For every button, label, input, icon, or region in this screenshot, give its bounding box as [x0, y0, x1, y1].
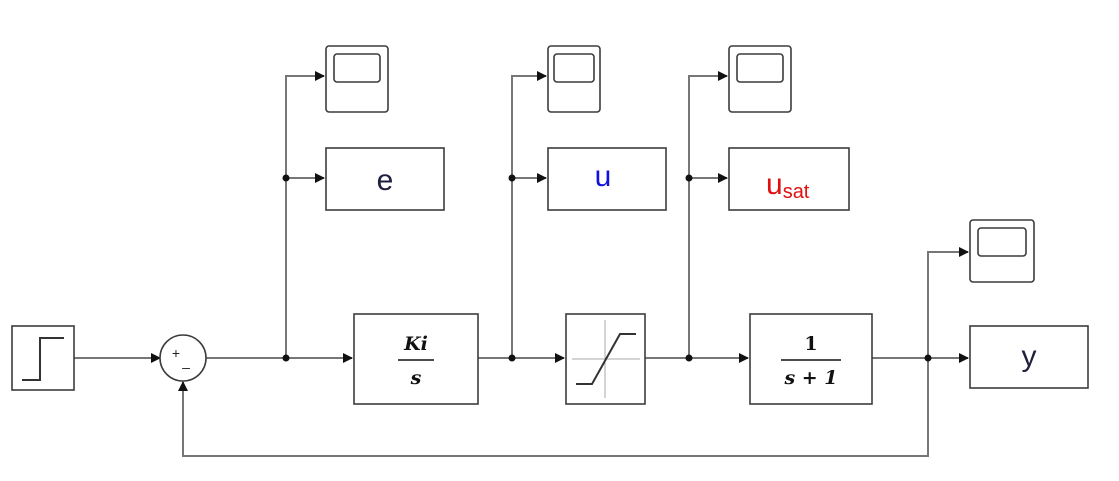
display-y[interactable]: y: [969, 325, 1089, 389]
display-y-label: y: [1022, 340, 1037, 373]
signal-wires: [74, 71, 969, 457]
branch-points: [282, 174, 932, 362]
usat-subscript: sat: [783, 181, 810, 203]
wire-y-to-scope: [927, 247, 969, 358]
integrator-frame: [353, 313, 479, 405]
sum-circle: [159, 334, 207, 382]
plant-block[interactable]: 1 s + 1: [749, 313, 873, 405]
integrator-block[interactable]: Ki s: [353, 313, 479, 405]
scope-usat[interactable]: [728, 45, 792, 113]
plant-denominator: s + 1: [783, 367, 837, 389]
usat-main: u: [766, 168, 783, 201]
wire-e-to-scope: [285, 71, 325, 358]
display-usat-frame: [728, 147, 850, 211]
scope-y[interactable]: [969, 219, 1035, 283]
plant-numerator: 1: [804, 333, 817, 355]
sum-block[interactable]: + –: [159, 334, 207, 382]
branch-dot: [282, 174, 290, 182]
display-usat-label: usat: [766, 168, 810, 203]
wire-usat-to-scope: [688, 71, 728, 358]
integrator-numerator: Ki: [403, 333, 428, 355]
scope-u[interactable]: [547, 45, 601, 113]
sum-minus-sign: –: [182, 359, 190, 375]
display-u[interactable]: u: [547, 147, 667, 211]
step-block[interactable]: [11, 325, 75, 391]
branch-dot: [685, 174, 693, 182]
integrator-denominator: s: [410, 367, 422, 389]
branch-dot: [924, 354, 932, 362]
wire-u-to-scope: [511, 71, 547, 358]
scope-screen: [553, 53, 595, 83]
saturation-icon: [572, 320, 640, 398]
branch-dot: [685, 354, 693, 362]
display-e-frame: [325, 147, 445, 211]
display-u-frame: [547, 147, 667, 211]
scope-screen: [977, 227, 1027, 257]
display-u-label: u: [595, 160, 612, 193]
scope-e[interactable]: [325, 45, 389, 113]
display-usat[interactable]: usat: [728, 147, 850, 211]
display-e[interactable]: e: [325, 147, 445, 211]
step-icon: [22, 337, 64, 381]
branch-dot: [282, 354, 290, 362]
feedback-wire: [178, 358, 929, 457]
saturation-block[interactable]: [565, 313, 646, 405]
display-e-label: e: [377, 164, 394, 197]
sum-plus-sign: +: [172, 345, 180, 361]
plant-frame: [749, 313, 873, 405]
display-y-frame: [969, 325, 1089, 389]
step-block-frame: [11, 325, 75, 391]
scope-screen: [736, 53, 784, 83]
branch-dot: [508, 354, 516, 362]
scope-screen: [333, 53, 381, 83]
branch-dot: [508, 174, 516, 182]
